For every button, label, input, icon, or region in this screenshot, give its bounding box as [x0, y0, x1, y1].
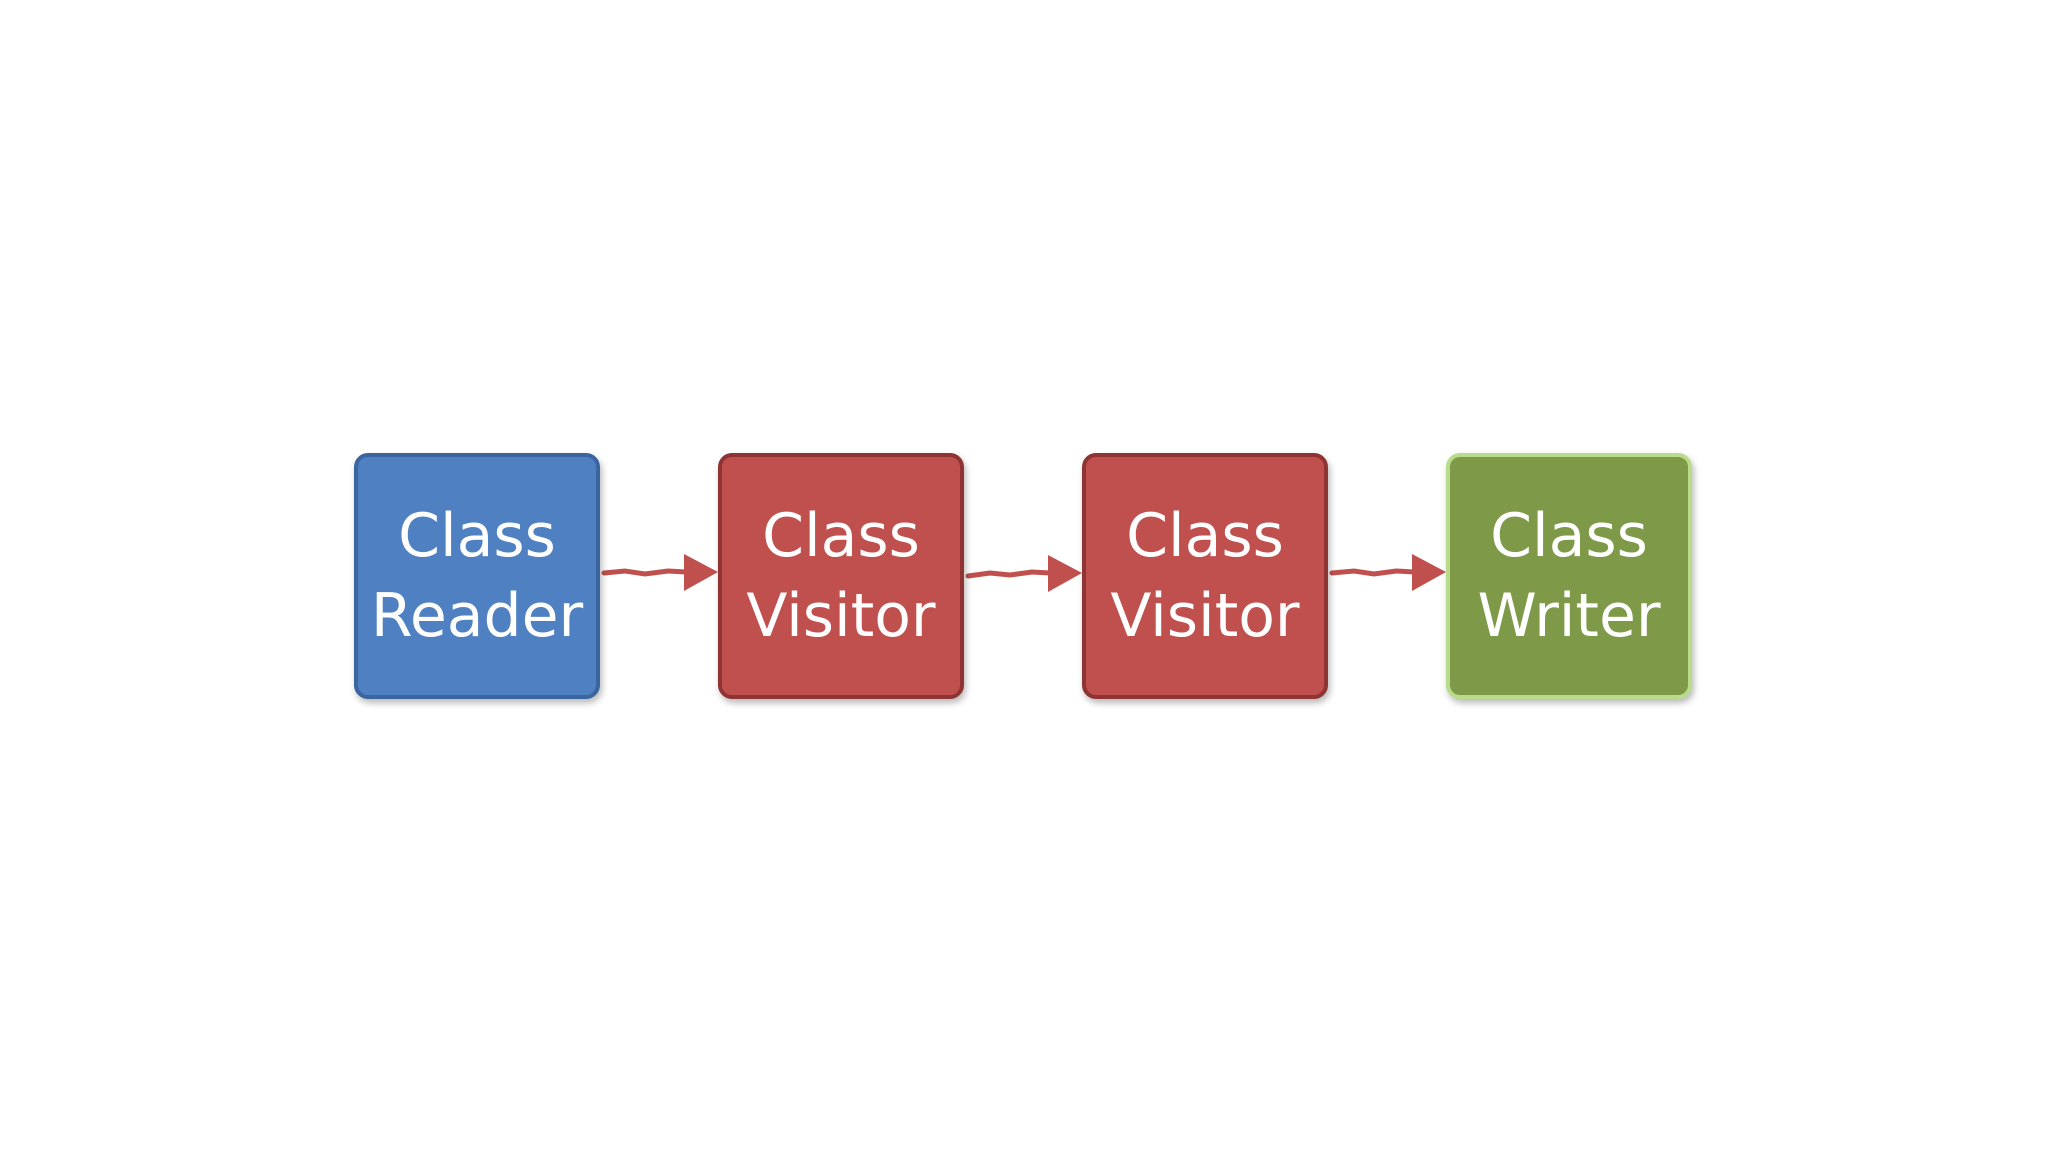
- node-label: Class Reader: [371, 496, 583, 656]
- node-class-visitor-1: Class Visitor: [718, 453, 964, 699]
- arrow-visitor-to-visitor: [965, 555, 1082, 592]
- node-label-line-1: Class: [1126, 501, 1284, 571]
- node-label-line-2: Visitor: [746, 581, 936, 651]
- node-label-line-1: Class: [1490, 501, 1648, 571]
- node-label-line-2: Visitor: [1110, 581, 1300, 651]
- node-label: Class Visitor: [1110, 496, 1299, 656]
- node-class-writer: Class Writer: [1446, 453, 1692, 699]
- node-label-line-1: Class: [762, 501, 920, 571]
- node-label: Class Writer: [1477, 496, 1660, 656]
- arrow-visitor-to-writer: [1329, 554, 1446, 591]
- node-class-reader: Class Reader: [354, 453, 600, 699]
- node-label-line-2: Reader: [370, 581, 584, 651]
- node-class-visitor-2: Class Visitor: [1082, 453, 1328, 699]
- arrow-reader-to-visitor: [601, 554, 718, 591]
- node-label-line-2: Writer: [1477, 581, 1661, 651]
- node-label: Class Visitor: [746, 496, 935, 656]
- node-label-line-1: Class: [398, 501, 556, 571]
